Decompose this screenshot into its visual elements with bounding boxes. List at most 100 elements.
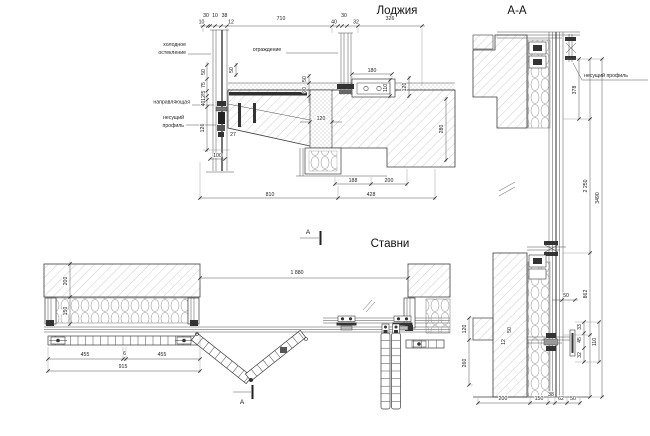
dim-62-aa: 62 bbox=[558, 396, 564, 402]
outlet-hole-icon bbox=[376, 86, 382, 92]
aa-dim-lines bbox=[468, 59, 603, 404]
dim-915: 915 bbox=[119, 364, 128, 370]
dim-40: 40 bbox=[331, 20, 337, 26]
dim-260: 260 bbox=[462, 359, 468, 368]
shutters-detail: Ставни bbox=[43, 229, 451, 410]
dim-326: 326 bbox=[386, 16, 395, 22]
dim-1880: 1 880 bbox=[291, 270, 304, 276]
mid-jamb bbox=[187, 297, 200, 326]
dim-12-layer: 12 bbox=[501, 339, 507, 345]
wall-break-mark bbox=[498, 181, 516, 197]
dim-32: 32 bbox=[353, 20, 359, 26]
aa-leader-line bbox=[572, 62, 648, 81]
right-jamb bbox=[403, 297, 416, 331]
section-mark-bottom: А bbox=[233, 385, 254, 406]
dim-455-a: 455 bbox=[81, 352, 90, 358]
dim-455-b: 455 bbox=[158, 352, 167, 358]
dim-2250: 2 250 bbox=[583, 179, 589, 192]
dim-32-aa: 32 bbox=[577, 352, 583, 358]
dim-180: 180 bbox=[368, 68, 377, 74]
dim-90: 90 bbox=[302, 87, 308, 93]
section-aa-title: А-А bbox=[507, 5, 527, 17]
label-railing: ограждение bbox=[253, 47, 282, 53]
label-bearing-2: профиль bbox=[163, 123, 185, 129]
dim-810: 810 bbox=[266, 192, 275, 198]
dim-120-notch: 120 bbox=[462, 325, 468, 334]
section-mark-letter: А bbox=[240, 399, 245, 406]
dim-27: 27 bbox=[230, 132, 236, 138]
dim-38: 38 bbox=[222, 13, 228, 19]
dim-50-track: 50 bbox=[563, 293, 569, 299]
dim-38-aa: 38 bbox=[548, 392, 554, 398]
aa-ext-lines bbox=[469, 58, 604, 405]
label-cold-glazing-1: холодное bbox=[163, 42, 186, 48]
dim-12: 12 bbox=[228, 20, 234, 26]
dim-12-left: 12 bbox=[201, 95, 207, 101]
parapet-lines bbox=[296, 148, 387, 177]
dim-280: 280 bbox=[439, 125, 445, 134]
dim-3490: 3490 bbox=[595, 192, 601, 204]
dim-40-left: 40 bbox=[201, 101, 207, 107]
dim-378: 378 bbox=[572, 86, 578, 95]
shutter-track-bracket bbox=[527, 329, 576, 357]
dim-50-layer: 50 bbox=[507, 327, 513, 333]
section-aa: А-А bbox=[461, 5, 648, 405]
lower-concrete-wall bbox=[492, 252, 528, 398]
railing-anchor bbox=[253, 103, 256, 123]
loggia-leader-lines bbox=[186, 52, 338, 126]
railing-post bbox=[338, 32, 353, 95]
dim-50-left: 50 bbox=[201, 69, 207, 75]
lower-frame-boxes bbox=[528, 254, 547, 280]
label-cold-glazing-2: остекление bbox=[158, 50, 186, 56]
hinge-hardware bbox=[280, 347, 287, 353]
outlet-box bbox=[351, 78, 396, 98]
dim-50-finish: 50 bbox=[302, 76, 308, 82]
outlet-hole-icon bbox=[363, 86, 369, 92]
lock-hardware-icon bbox=[48, 336, 68, 345]
dim-200-wall: 200 bbox=[63, 277, 69, 286]
aa-dim-ticks bbox=[467, 57, 604, 405]
carriage-hardware-icon bbox=[392, 323, 400, 334]
section-mark-top: А bbox=[300, 229, 322, 245]
mullion-caps bbox=[206, 29, 234, 173]
mid-bracket bbox=[527, 241, 566, 256]
shutters-dim-lines bbox=[48, 262, 408, 372]
dim-110: 110 bbox=[383, 84, 389, 92]
track-break-mark bbox=[362, 299, 376, 313]
hinge-icon bbox=[195, 332, 199, 336]
lower-insulation bbox=[527, 261, 551, 398]
dim-110-aa: 110 bbox=[592, 338, 598, 346]
loggia-dim-ticks bbox=[198, 24, 448, 200]
dim-126: 126 bbox=[200, 124, 206, 133]
hinge-icon bbox=[249, 378, 253, 382]
dim-100: 100 bbox=[213, 153, 222, 159]
wall-notch bbox=[472, 317, 494, 341]
dim-428: 428 bbox=[367, 192, 376, 198]
dim-200: 200 bbox=[385, 178, 394, 184]
shutters-title: Ставни bbox=[371, 238, 410, 250]
label-bearing-1: несущий bbox=[163, 114, 184, 121]
dim-45: 45 bbox=[577, 337, 583, 343]
dim-75: 75 bbox=[201, 82, 207, 88]
dim-50-aa: 50 bbox=[570, 396, 576, 402]
dim-50-offset: 50 bbox=[229, 67, 235, 73]
railing-bottom-rail bbox=[229, 92, 307, 96]
upper-concrete-wall bbox=[472, 34, 528, 129]
dim-120-pier: 120 bbox=[317, 116, 326, 122]
top-bearing-bracket bbox=[565, 34, 577, 62]
dim-188: 188 bbox=[349, 178, 358, 184]
hinge-icon bbox=[304, 337, 308, 341]
glazing-mullion-lines bbox=[212, 30, 228, 171]
lock-hardware-icon bbox=[174, 336, 194, 345]
dim-10: 10 bbox=[212, 13, 218, 19]
dim-25: 25 bbox=[201, 91, 207, 97]
dim-150-aa: 150 bbox=[535, 396, 544, 402]
dim-200-aa: 200 bbox=[499, 396, 508, 402]
dim-120-box: 120 bbox=[402, 83, 408, 92]
slab-soffit-line bbox=[227, 103, 311, 121]
upper-frame-boxes bbox=[528, 41, 547, 69]
shutters-dim-ticks bbox=[46, 262, 410, 373]
left-jamb bbox=[44, 297, 57, 326]
dim-862: 862 bbox=[583, 290, 589, 299]
